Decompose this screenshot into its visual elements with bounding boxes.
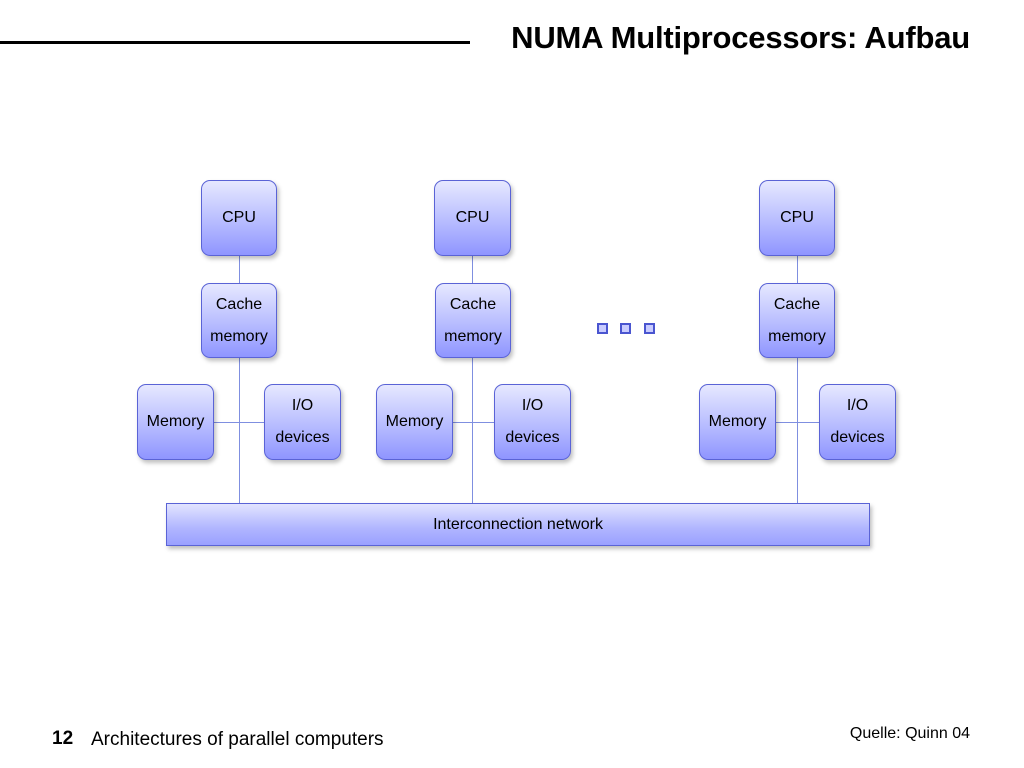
node2-bus-line xyxy=(472,357,473,504)
source-citation: Quelle: Quinn 04 xyxy=(849,725,970,742)
node2-cache-box: Cache memory xyxy=(435,283,511,358)
ellipsis-dot xyxy=(597,323,608,334)
slide-title: NUMA Multiprocessors: Aufbau xyxy=(511,20,970,55)
node3-cache-box: Cache memory xyxy=(759,283,835,358)
node1-cpu-box: CPU xyxy=(201,180,277,256)
node2-cpu-cache-link xyxy=(472,255,473,283)
node1-io-box: I/O devices xyxy=(264,384,341,460)
node2-memory-box: Memory xyxy=(376,384,453,460)
node3-cpu-cache-link xyxy=(797,255,798,283)
node1-bus-line xyxy=(239,357,240,504)
interconnection-network-box: Interconnection network xyxy=(166,503,870,546)
ellipsis-dot xyxy=(644,323,655,334)
node1-memory-io-link xyxy=(213,422,265,423)
node2-io-box: I/O devices xyxy=(494,384,571,460)
ellipsis-dot xyxy=(620,323,631,334)
node3-memory-io-link xyxy=(775,422,820,423)
node1-memory-box: Memory xyxy=(137,384,214,460)
node1-cpu-cache-link xyxy=(239,255,240,283)
title-rule xyxy=(0,41,470,44)
node2-memory-io-link xyxy=(452,422,495,423)
node1-cache-box: Cache memory xyxy=(201,283,277,358)
node2-cpu-box: CPU xyxy=(434,180,511,256)
node3-memory-box: Memory xyxy=(699,384,776,460)
footer-title: Architectures of parallel computers xyxy=(91,729,384,750)
node3-io-box: I/O devices xyxy=(819,384,896,460)
node3-bus-line xyxy=(797,357,798,504)
page-number: 12 xyxy=(52,728,74,749)
node3-cpu-box: CPU xyxy=(759,180,835,256)
